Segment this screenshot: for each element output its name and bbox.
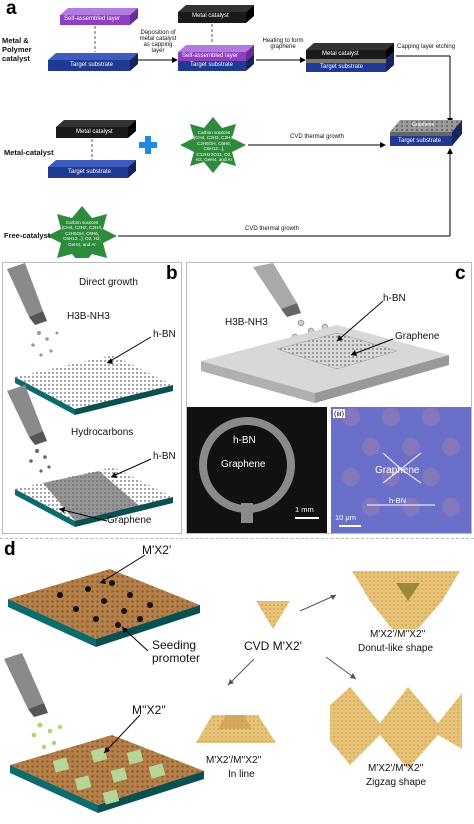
graphene-inset-label: Graphene (221, 459, 266, 470)
carbon-sources-1: Carbon sources [CH4, C2H2, C2H4, C2H5OH,… (193, 130, 235, 163)
sam-label-1: Self-assembled layer (64, 16, 121, 22)
stack-1 (48, 8, 138, 71)
hbn-inset2-label: h-BN (389, 496, 407, 505)
panel-b-diagram (7, 263, 173, 527)
graphene-label-b: Graphene (107, 515, 152, 526)
cvd-label-1: CVD thermal growth (290, 134, 345, 140)
panel-d-letter: d (4, 539, 16, 560)
carbon-source-star-1 (180, 117, 246, 173)
panel-d-diagram (4, 554, 462, 813)
panel-a-letter: a (6, 0, 17, 19)
graphene-label-c: Graphene (395, 331, 440, 342)
direct-growth-label: Direct growth (79, 277, 138, 288)
graphene-inset2-label: Graphene (375, 465, 420, 476)
panel-a-diagram (47, 5, 462, 258)
stack-2 (178, 5, 254, 71)
arrow3-label: Capping layer etching (397, 44, 456, 50)
graphene-label-a: Graphene (412, 122, 435, 128)
scale-bar-1: 1 mm (295, 505, 314, 514)
inline-sub: In line (228, 769, 255, 780)
panel-b-letter: b (166, 263, 178, 284)
seed-triangle (256, 601, 290, 629)
zigzag-title: M'X2'/M''X2'' (368, 763, 424, 774)
row2-label: Metal-catalyst (4, 148, 54, 157)
panel-b: b Direct growth H3B-NH3 h-BN (2, 262, 182, 534)
panel-c: c H3B-NH3 h-BN Graphene h-BN Graphene 1 … (186, 262, 472, 534)
micrograph-purple: (iii) Graphene h-BN 10 μm (331, 407, 471, 533)
plus-icon (139, 136, 157, 154)
donut-title: M'X2'/M''X2'' (370, 629, 426, 640)
cvd-label-2: CVD thermal growth (245, 226, 300, 232)
carbon-sources-2: Carbon sources [CH4, C2H2, C2H4, C2H5OH,… (61, 220, 103, 247)
arrow2-label: Heating to form graphene (262, 38, 304, 50)
zigzag-sub: Zigzag shape (366, 777, 427, 788)
metal-label-3: Metal catalyst (322, 51, 359, 57)
metal-label-4: Metal catalyst (76, 129, 113, 135)
inline-title: M'X2'/M''X2'' (206, 755, 262, 766)
mx2-prime-label: M'X2' (142, 543, 172, 557)
row3-label: Free-catalyst (4, 231, 51, 240)
precursor-label-b: H3B-NH3 (67, 311, 110, 322)
stack-4 (48, 120, 136, 178)
substrate-label-1: Target substrate (70, 62, 114, 68)
panel-c-diagram (201, 263, 449, 403)
substrate-label-5: Target substrate (398, 138, 442, 144)
precursor-label-c: H3B-NH3 (225, 317, 268, 328)
row1-label: Metal & Polymer catalyst (2, 36, 32, 63)
panel-c-letter: c (455, 263, 466, 284)
hbn-label-b2: h-BN (153, 451, 176, 462)
sub-iii-label: (iii) (333, 409, 345, 418)
hbn-inset-label: h-BN (233, 435, 256, 446)
metal-label-2: Metal catalyst (192, 13, 229, 19)
stack-3 (306, 43, 394, 72)
hbn-label-c: h-BN (383, 293, 406, 304)
substrate-label-4: Target substrate (68, 169, 112, 175)
donut-sub: Donut-like shape (358, 643, 434, 654)
seeding-promoter-label: Seeding promoter (152, 638, 201, 665)
panel-a: a (0, 0, 474, 258)
cvd-label-d: CVD M'X2' (244, 639, 302, 653)
hbn-label-b1: h-BN (153, 329, 176, 340)
carbon-source-star-2 (47, 206, 117, 258)
mx2-double-label: M''X2'' (132, 703, 166, 717)
substrate-label-2: Target substrate (190, 62, 234, 68)
substrate-label-3: Target substrate (320, 64, 364, 70)
sam-label-2: Self-assembled layer (182, 53, 239, 59)
micrograph-ring: h-BN Graphene 1 mm (187, 407, 327, 533)
hydrocarbons-label: Hydrocarbons (71, 427, 134, 438)
arrow1-label: Deposition of metal catalyst as capping … (139, 30, 177, 54)
scale-bar-2: 10 μm (335, 513, 356, 522)
graphene-stack (390, 120, 462, 146)
panel-d: d (0, 538, 474, 823)
